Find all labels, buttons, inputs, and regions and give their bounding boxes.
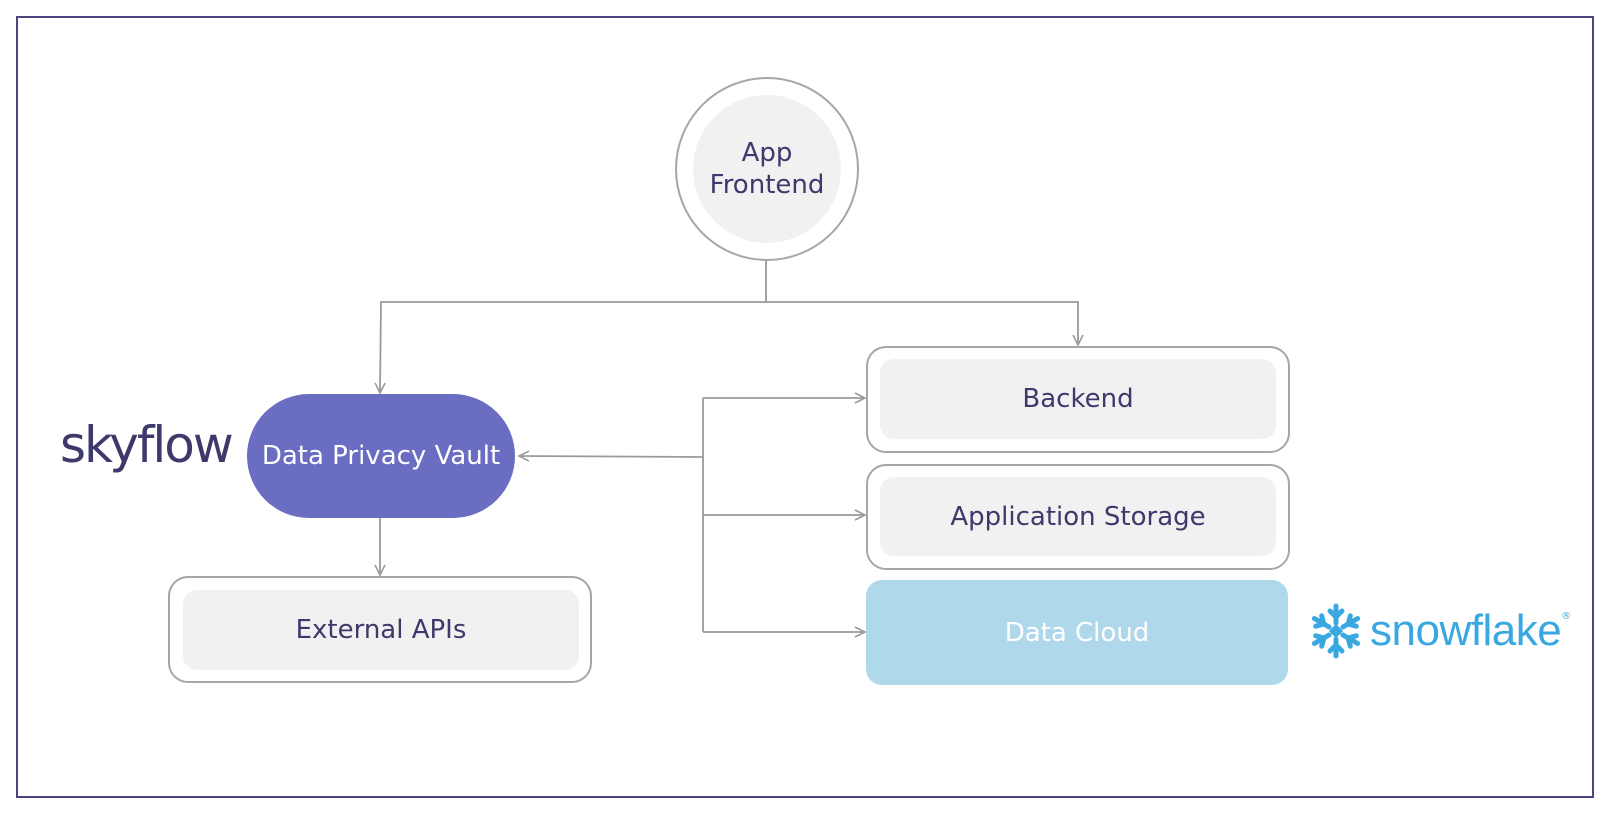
app-frontend-label-line2: Frontend bbox=[709, 170, 825, 200]
app-frontend-inner: App Frontend bbox=[693, 95, 841, 243]
snowflake-logo: snowflake ® bbox=[1308, 603, 1571, 659]
data-privacy-vault-node: Data Privacy Vault bbox=[247, 394, 515, 518]
skyflow-logo: skyflow bbox=[60, 416, 234, 474]
snowflake-wordmark: snowflake bbox=[1370, 606, 1562, 655]
backend-label: Backend bbox=[1022, 384, 1134, 414]
application-storage-label: Application Storage bbox=[950, 501, 1206, 532]
diagram-frame bbox=[16, 16, 1594, 798]
backend-inner: Backend bbox=[880, 359, 1276, 439]
connector-hub-to-vault bbox=[520, 456, 704, 457]
snowflake-icon bbox=[1311, 603, 1361, 659]
data-cloud-label: Data Cloud bbox=[1004, 617, 1150, 648]
external-apis-inner: External APIs bbox=[183, 590, 579, 670]
data-privacy-vault-label: Data Privacy Vault bbox=[261, 441, 501, 471]
connector-frontend-to-vault bbox=[380, 301, 766, 392]
snowflake-registered-mark: ® bbox=[1561, 611, 1572, 622]
application-storage-inner: Application Storage bbox=[880, 477, 1276, 556]
app-frontend-label-line1: App bbox=[741, 138, 793, 168]
data-cloud-node: Data Cloud bbox=[866, 580, 1288, 685]
external-apis-label: External APIs bbox=[295, 615, 467, 645]
connector-frontend-to-backend bbox=[766, 301, 1078, 344]
